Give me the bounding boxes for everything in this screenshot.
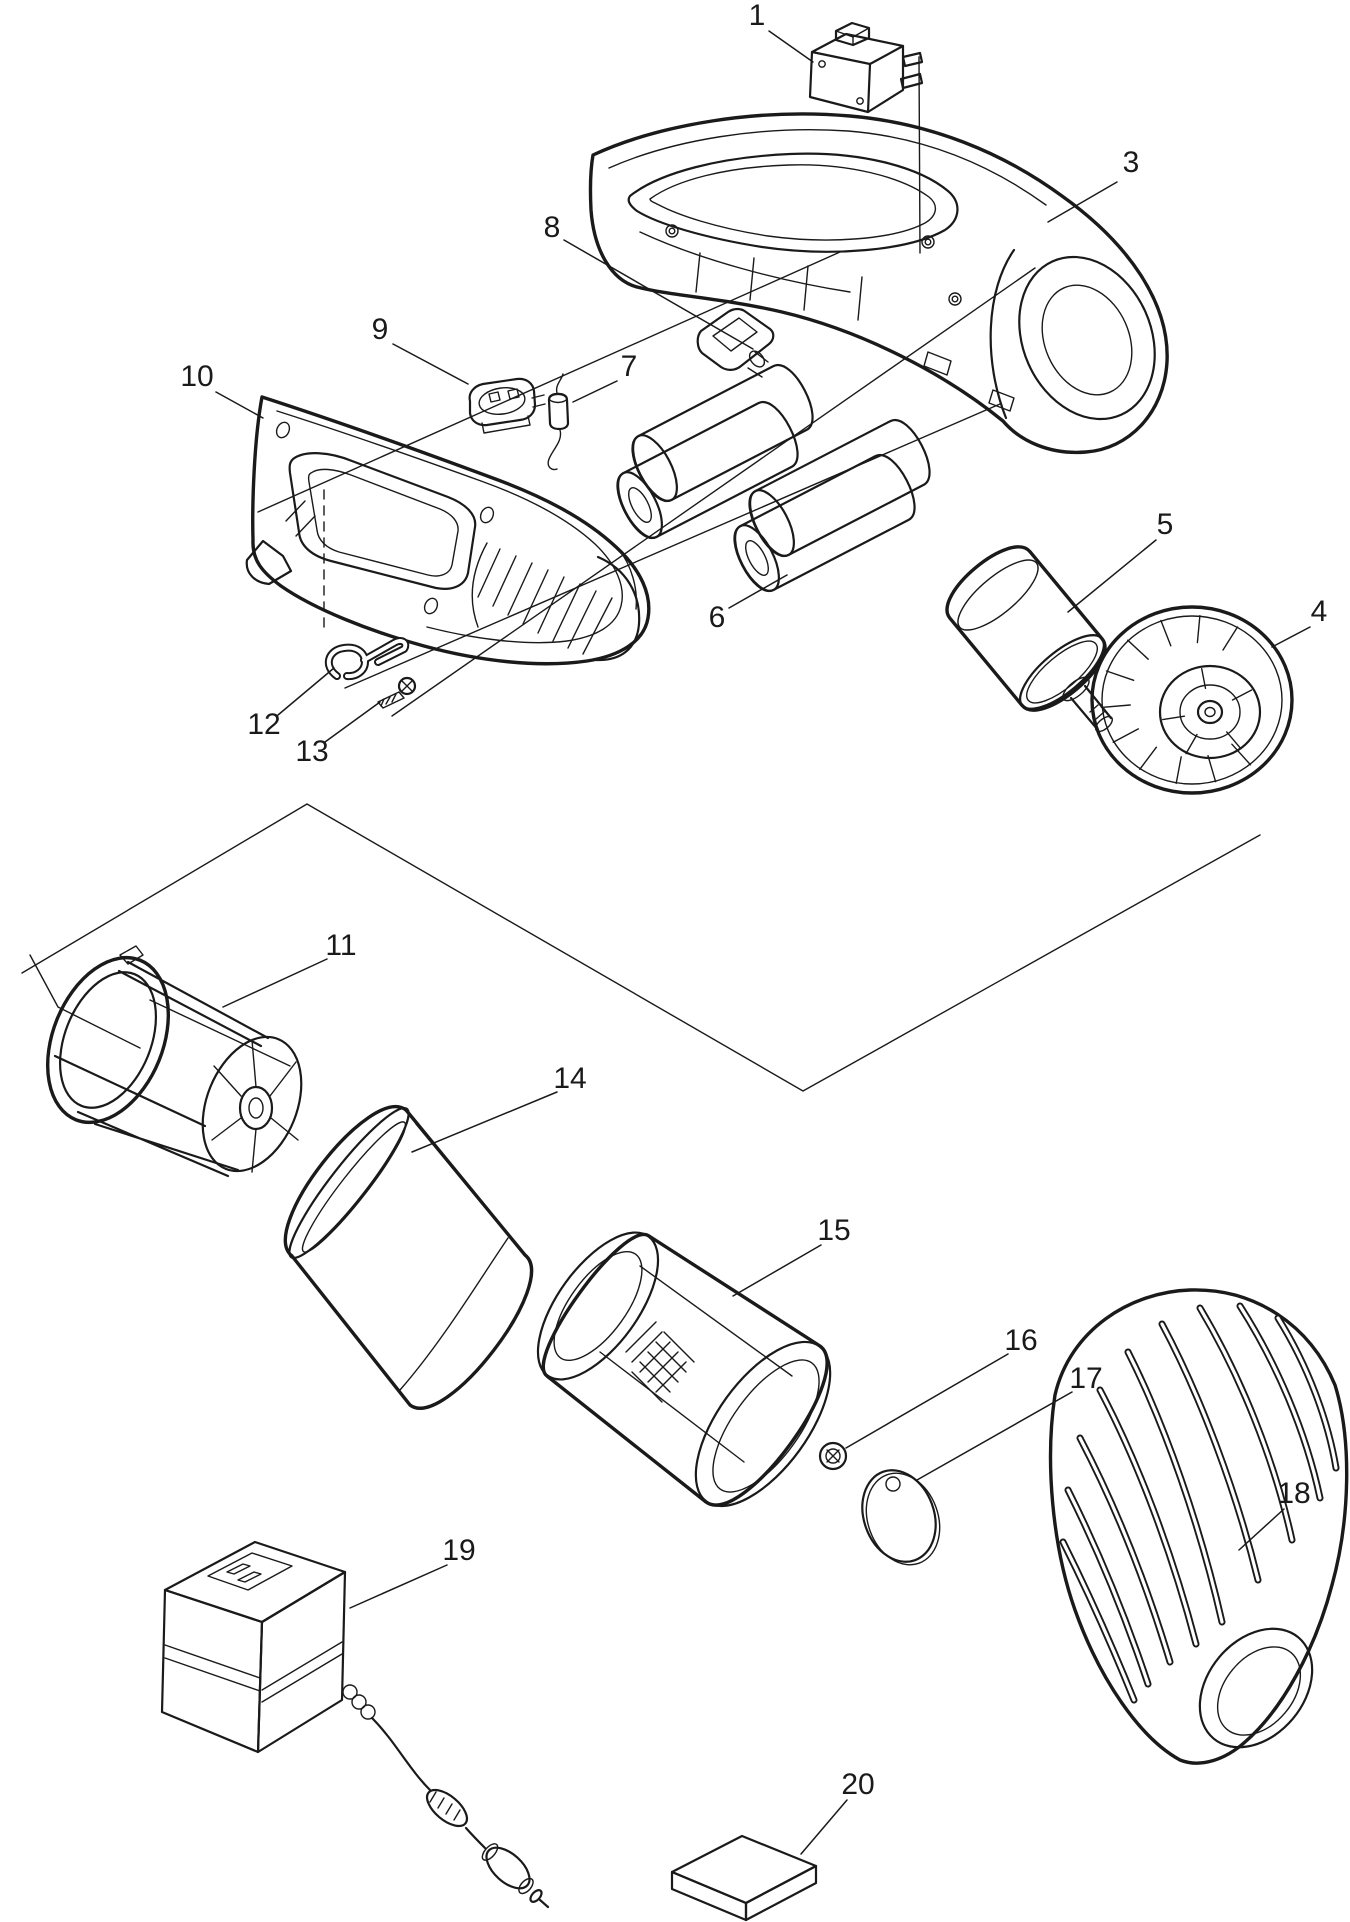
latch-illustration (696, 307, 775, 378)
leader-line-8 (563, 239, 754, 350)
leader-line-3 (1047, 181, 1118, 223)
part-label-4: 4 (1311, 595, 1328, 628)
terminal-socket-illustration (468, 377, 546, 434)
leader-line-7 (572, 380, 618, 403)
fan-impeller-illustration (1090, 605, 1294, 795)
leader-line-13 (324, 701, 381, 743)
part-label-18: 18 (1277, 1477, 1310, 1510)
hub-spokes (1162, 668, 1253, 755)
part-label-15: 15 (817, 1214, 850, 1247)
leader-line-5 (1067, 539, 1157, 613)
leader-line-9 (392, 343, 469, 385)
part-label-14: 14 (553, 1062, 586, 1095)
leader-line-20 (800, 1799, 848, 1855)
part-label-1: 1 (749, 0, 766, 32)
motor-illustration (945, 545, 1114, 733)
foam-pad-illustration (670, 1834, 818, 1922)
leader-line-4 (1271, 626, 1311, 648)
leader-line-16 (845, 1353, 1009, 1449)
part-label-9: 9 (372, 313, 389, 346)
filter-cage-illustration (536, 1231, 832, 1508)
part-label-17: 17 (1069, 1362, 1102, 1395)
part-label-5: 5 (1157, 508, 1174, 541)
switch-illustration (808, 21, 924, 254)
leader-line-11 (222, 958, 328, 1008)
part-label-8: 8 (544, 211, 561, 244)
leader-line-6 (728, 574, 788, 609)
fuse-illustration (547, 373, 570, 471)
cage-spokes (211, 1039, 299, 1173)
upper-housing-illustration (588, 112, 1169, 455)
front-screw-illustration (818, 1441, 848, 1471)
part-label-7: 7 (621, 350, 638, 383)
leader-line-10 (215, 391, 264, 419)
charger-illustration (160, 1540, 550, 1909)
lower-housing-illustration (245, 395, 651, 666)
screw-illustration (377, 676, 417, 709)
hook-wire-illustration (323, 489, 410, 681)
filter-retainer-cage-illustration (45, 945, 303, 1178)
part-label-6: 6 (709, 601, 726, 634)
part-label-12: 12 (247, 708, 280, 741)
part-label-13: 13 (295, 735, 328, 768)
leader-line-19 (349, 1564, 448, 1609)
leader-line-12 (277, 667, 335, 716)
vent-slats (477, 548, 613, 655)
leader-line-14 (411, 1091, 558, 1153)
part-label-19: 19 (442, 1534, 475, 1567)
cover-cap-illustration (861, 1469, 941, 1566)
fan-blades (1100, 615, 1252, 785)
part-label-20: 20 (841, 1768, 874, 1801)
leader-line-17 (916, 1391, 1073, 1481)
mesh-patch (625, 1321, 695, 1403)
leader-line-18 (1238, 1508, 1285, 1551)
part-label-3: 3 (1123, 146, 1140, 179)
leader-line-1 (768, 30, 814, 63)
battery-pack-illustration (616, 363, 931, 593)
alignment-lines (21, 251, 1261, 1092)
leader-line-15 (732, 1244, 822, 1297)
part-label-11: 11 (325, 929, 356, 962)
part-label-16: 16 (1004, 1324, 1037, 1357)
filter-sleeve-illustration (283, 1105, 534, 1410)
part-label-10: 10 (180, 360, 213, 393)
